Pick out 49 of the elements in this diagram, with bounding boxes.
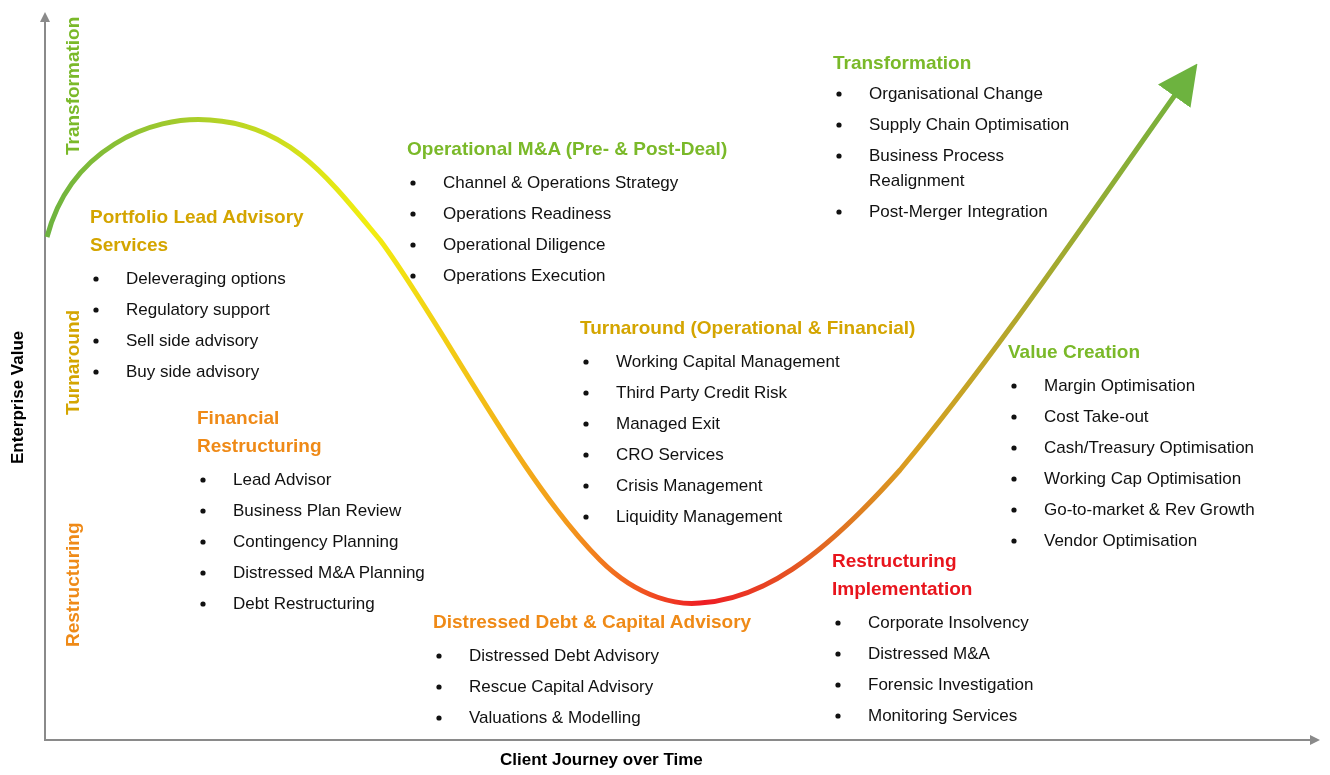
list-item: Operational Diligence [443, 235, 606, 254]
list-item: Rescue Capital Advisory [469, 677, 654, 696]
section-heading: Operational M&A (Pre- & Post-Deal) [407, 137, 729, 161]
list-item: Working Capital Management [616, 352, 840, 371]
section-heading: Restructuring Implementation [832, 549, 974, 601]
stage-label: Restructuring [62, 521, 84, 650]
list-item: Regulatory support [126, 300, 270, 319]
stage-label: Turnaround [62, 308, 84, 418]
section-heading: Value Creation [1008, 340, 1141, 364]
list-item: Organisational Change [869, 84, 1043, 103]
list-item: Lead Advisor [233, 470, 332, 489]
list-item: Managed Exit [616, 414, 720, 433]
list-item: Channel & Operations Strategy [443, 173, 679, 192]
list-item: Supply Chain Optimisation [869, 115, 1070, 134]
section-heading: Transformation [833, 51, 973, 75]
section-heading: Turnaround (Operational & Financial) [580, 316, 917, 340]
list-item: Distressed Debt Advisory [469, 646, 659, 665]
axis-title: Client Journey over Time [500, 750, 703, 770]
list-item: Working Cap Optimisation [1044, 469, 1242, 488]
list-item: Third Party Credit Risk [616, 383, 787, 402]
list-item: Crisis Management [616, 476, 763, 495]
list-item: Vendor Optimisation [1044, 531, 1198, 550]
list-item: Post-Merger Integration [869, 202, 1048, 221]
list-item: Cash/Treasury Optimisation [1044, 438, 1255, 457]
list-item: Liquidity Management [616, 507, 783, 526]
section-heading: Financial Restructuring [197, 406, 323, 458]
list-item: Forensic Investigation [868, 675, 1034, 694]
list-item: Operations Execution [443, 266, 606, 285]
list-item: Business Process Realignment [869, 146, 1005, 190]
section-heading: Distressed Debt & Capital Advisory [433, 610, 753, 634]
list-item: Business Plan Review [233, 501, 402, 520]
list-item: Monitoring Services [868, 706, 1018, 725]
axis-title: Enterprise Value [8, 329, 28, 467]
list-item: Deleveraging options [126, 269, 286, 288]
list-item: Margin Optimisation [1044, 376, 1196, 395]
list-item: Cost Take-out [1044, 407, 1149, 426]
list-item: CRO Services [616, 445, 724, 464]
stage-label: Transformation [62, 15, 84, 157]
list-item: Distressed M&A [868, 644, 990, 663]
list-item: Buy side advisory [126, 362, 260, 381]
section-heading: Portfolio Lead Advisory Services [90, 205, 305, 257]
list-item: Corporate Insolvency [868, 613, 1029, 632]
list-item: Contingency Planning [233, 532, 399, 551]
list-item: Sell side advisory [126, 331, 259, 350]
list-item: Distressed M&A Planning [233, 563, 425, 582]
list-item: Go-to-market & Rev Growth [1044, 500, 1255, 519]
list-item: Valuations & Modelling [469, 708, 641, 727]
list-item: Operations Readiness [443, 204, 612, 223]
list-item: Debt Restructuring [233, 594, 375, 613]
